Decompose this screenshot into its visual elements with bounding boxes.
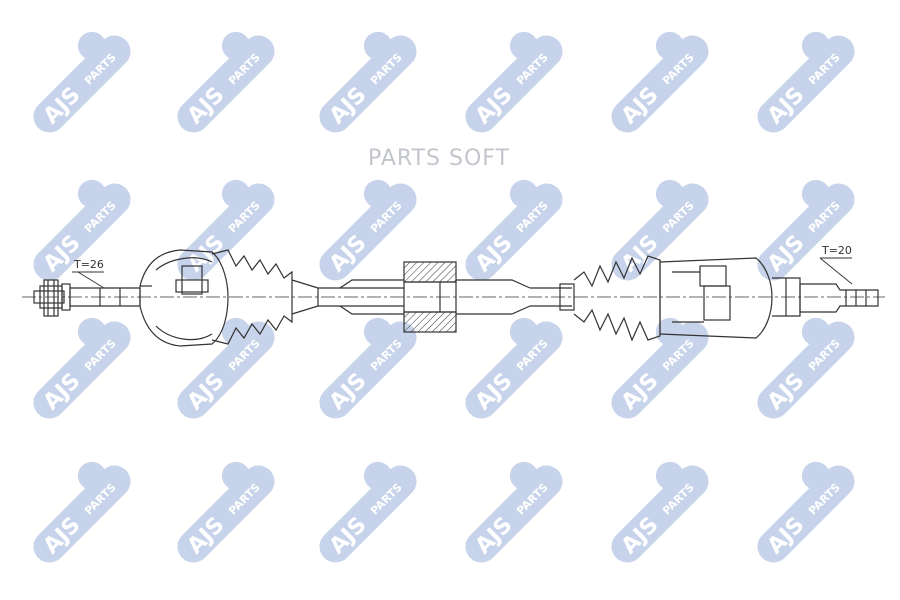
- left-label-leader: [77, 271, 105, 289]
- right-boot: [573, 255, 661, 342]
- right-shaft: [530, 283, 575, 311]
- right-tripod-joint: [659, 257, 801, 339]
- main-shaft: [318, 279, 404, 315]
- left-spline-stub: [33, 279, 141, 317]
- left-spline-label: T=26: [73, 258, 104, 271]
- damper-weight: [403, 261, 531, 333]
- parts-soft-watermark: PARTS SOFT: [368, 146, 510, 171]
- left-boot: [211, 249, 319, 345]
- right-spline-stub: [799, 283, 879, 313]
- right-label-leader: [819, 257, 853, 285]
- left-cv-joint: [139, 249, 229, 347]
- right-spline-label: T=20: [821, 244, 852, 257]
